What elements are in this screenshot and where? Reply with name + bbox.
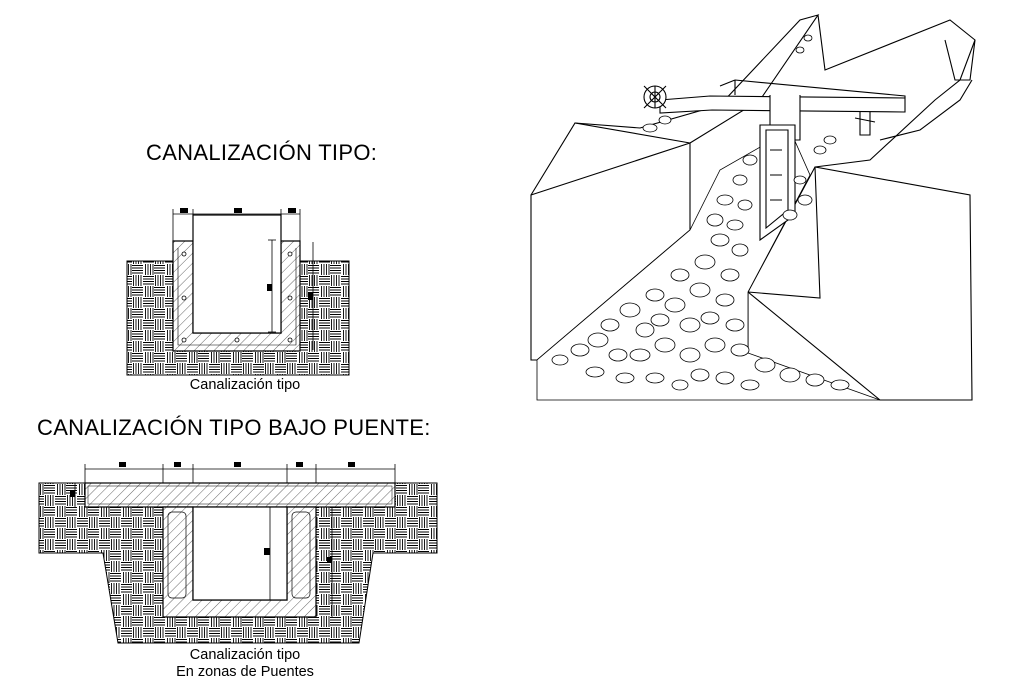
section-bajo-puente-caption-1: Canalización tipo [189,647,301,663]
dimension-top [172,209,301,244]
section-bajo-puente-caption-2: En zonas de Puentes [176,664,314,680]
section-tipo-drawing [126,208,350,376]
bridge-deck [84,482,396,508]
section-tipo-caption: Canalización tipo [189,377,301,393]
section-bajo-puente-title: CANALIZACIÓN TIPO BAJO PUENTE: [37,415,431,440]
perspective-drawing [530,14,976,401]
water-section [192,214,282,334]
bridge-water-section [192,506,288,601]
section-tipo-title: CANALIZACIÓN TIPO: [146,140,378,165]
rebar-points [181,251,293,343]
right-wall [747,166,973,401]
section-bajo-puente-drawing [38,462,438,644]
rip-rap-stones [551,34,850,391]
dimension-bridge-top [84,464,396,483]
